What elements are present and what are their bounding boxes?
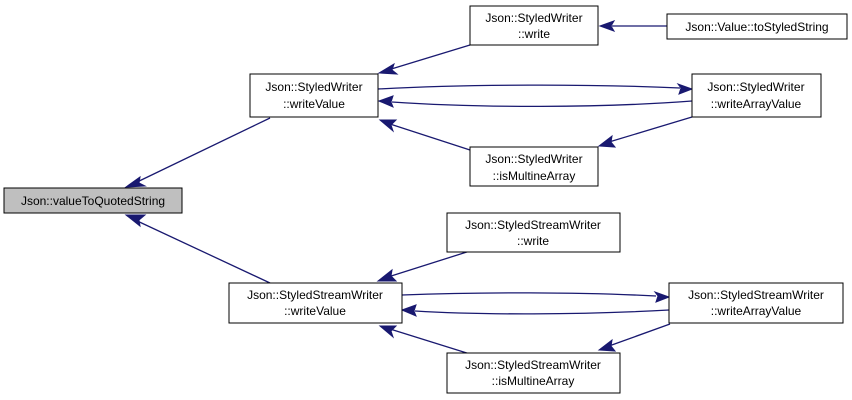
node-label-line2: ::isMultineArray [492, 374, 575, 388]
arrowhead [377, 62, 399, 75]
arrowhead [378, 325, 398, 339]
node-label-line1: Json::StyledStreamWriter [465, 218, 601, 232]
edge-styled-writevalue-to-writearrayvalue [377, 84, 681, 90]
edge-stream-writearrayvalue-to-writevalue [414, 309, 670, 315]
node-label-line1: Json::StyledStreamWriter [688, 288, 824, 302]
node-label-line2: ::write [517, 234, 549, 248]
node-label-line1: Json::StyledWriter [707, 80, 804, 94]
arrowhead [124, 214, 147, 228]
node-styled-stream-writer-write[interactable]: Json::StyledStreamWriter ::write [446, 212, 621, 253]
node-label-line1: Json::StyledWriter [485, 152, 582, 166]
node-label-line2: ::writeArrayValue [711, 304, 802, 318]
arrowhead [378, 119, 398, 133]
node-label-line2: ::write [518, 27, 550, 41]
arrowhead [124, 175, 147, 188]
arrowhead [376, 268, 398, 282]
nodes: Json::valueToQuotedString Json::StyledWr… [3, 5, 848, 394]
node-label-line2: ::writeValue [284, 304, 346, 318]
arrowhead [597, 134, 617, 148]
edge-styled-ismultinearray-to-writevalue [389, 123, 471, 151]
node-label-line1: Json::StyledWriter [485, 11, 582, 25]
edge-stream-ismultinearray-to-writevalue [389, 328, 471, 355]
node-label-line2: ::writeValue [283, 97, 345, 111]
arrowhead [598, 20, 616, 32]
edge-styled-writearrayvalue-to-writevalue [391, 100, 693, 108]
edge-stream-writearrayvalue-to-ismultinearray [608, 323, 671, 347]
arrowhead [377, 95, 394, 108]
edges [124, 20, 694, 355]
arrowhead [597, 338, 617, 352]
edge-styled-write-to-writevalue [387, 44, 471, 71]
arrowhead [653, 290, 671, 303]
edge-stream-write-to-writevalue [387, 250, 471, 278]
edge-stream-writevalue-to-writearrayvalue [401, 292, 657, 297]
node-label-line1: Json::StyledStreamWriter [247, 288, 383, 302]
node-styled-writer-write-array-value[interactable]: Json::StyledWriter ::writeArrayValue [691, 73, 822, 118]
node-label-line1: Json::StyledStreamWriter [465, 358, 601, 372]
node-styled-stream-writer-is-multine-array[interactable]: Json::StyledStreamWriter ::isMultineArra… [446, 352, 621, 394]
node-label-line2: ::writeArrayValue [711, 97, 802, 111]
node-styled-writer-write[interactable]: Json::StyledWriter ::write [469, 5, 599, 46]
arrowhead [400, 304, 417, 317]
node-styled-stream-writer-write-array-value[interactable]: Json::StyledStreamWriter ::writeArrayVal… [668, 282, 844, 324]
edge-styled-writevalue-to-root [132, 117, 271, 185]
node-value-to-quoted-string[interactable]: Json::valueToQuotedString [3, 187, 183, 214]
node-value-to-styled-string[interactable]: Json::Value::toStyledString [666, 13, 848, 40]
node-styled-writer-is-multine-array[interactable]: Json::StyledWriter ::isMultineArray [469, 146, 599, 187]
node-styled-stream-writer-write-value[interactable]: Json::StyledStreamWriter ::writeValue [228, 282, 403, 324]
node-label-line1: Json::StyledWriter [265, 80, 362, 94]
arrowhead [676, 82, 694, 95]
edge-stream-writevalue-to-root [132, 218, 271, 284]
node-styled-writer-write-value[interactable]: Json::StyledWriter ::writeValue [249, 73, 379, 118]
node-label: Json::valueToQuotedString [21, 194, 165, 208]
edge-styled-writearrayvalue-to-ismultinearray [608, 116, 693, 143]
node-label-line2: ::isMultineArray [493, 169, 576, 183]
node-label: Json::Value::toStyledString [685, 20, 828, 34]
